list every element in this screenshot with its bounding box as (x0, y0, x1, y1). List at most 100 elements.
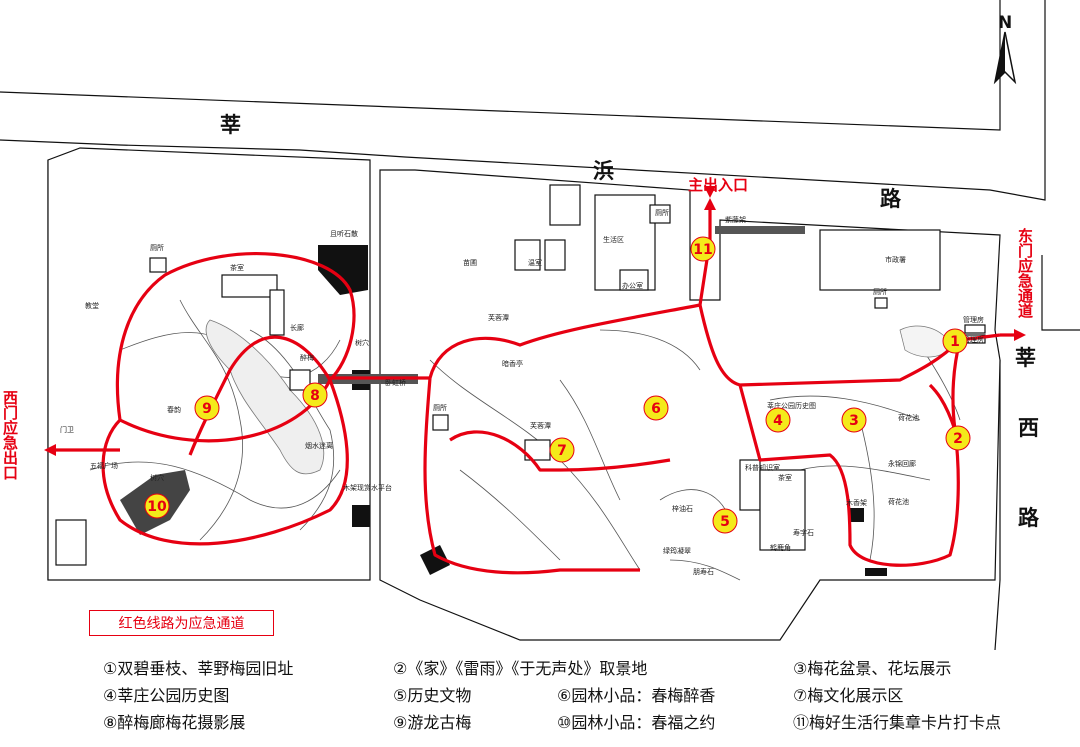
marker-10: 10 (144, 493, 170, 519)
place-label: 五福广场 (90, 461, 118, 470)
marker-label: 11 (693, 242, 712, 258)
park-map: N 莘 浜 路 莘 西 路 主出入口 东门应急通道 西门应急出口 厕所茶室长廊醉… (0, 0, 1080, 650)
place-label: 烟水迷离 (305, 441, 333, 450)
legend-row-1: ①双碧垂枝、莘野梅园旧址 ②《家》《雷雨》《于无声处》取景地 ③梅花盆景、花坛展… (103, 655, 1063, 682)
legend-item: ①双碧垂枝、莘野梅园旧址 (103, 659, 294, 678)
legend: ①双碧垂枝、莘野梅园旧址 ②《家》《雷雨》《于无声处》取景地 ③梅花盆景、花坛展… (103, 655, 1063, 736)
marker-6: 6 (643, 395, 669, 421)
place-label: 永锦回廊 (888, 459, 916, 468)
building-corridor (269, 289, 285, 336)
road-label-east-1: 莘 (1015, 346, 1036, 370)
legend-item: ④莘庄公园历史图 (103, 686, 230, 705)
buildings (55, 184, 986, 566)
legend-item: ⑩园林小品：春福之约 (557, 713, 716, 732)
route-arrows (44, 186, 1026, 456)
place-label: 科普知识室 (745, 463, 780, 472)
place-label: 茶室 (778, 473, 792, 482)
wisteria-trellis (715, 226, 805, 234)
place-label: 春韵 (167, 405, 181, 414)
place-label: 且听石散 (330, 229, 358, 238)
stone-area (318, 245, 368, 295)
east-gate-label: 东门应急通道 (1016, 227, 1034, 318)
compass: N (993, 13, 1017, 85)
marker-label: 10 (147, 499, 167, 515)
legend-item: ⑨游龙古梅 (393, 713, 472, 732)
stair-east (850, 508, 864, 522)
building-office (619, 269, 649, 291)
marker-label: 6 (651, 401, 661, 417)
north-road-bottom-edge (0, 0, 1046, 201)
building-teahouse (221, 274, 278, 298)
place-labels: 厕所茶室长廊醉梅树穴卧虹桥春韵五福广场树穴门卫教堂且听石散烟水迷离木架现赏水平台… (60, 208, 984, 576)
place-label: 生活区 (603, 235, 624, 244)
road-label-east-3: 路 (1018, 506, 1040, 530)
compass-n: N (998, 13, 1012, 33)
place-label: 树穴 (150, 473, 164, 482)
place-label: 茶室 (230, 263, 244, 272)
place-label: 温室 (528, 258, 542, 267)
marker-4: 4 (765, 407, 791, 433)
building-zuimei (289, 369, 311, 391)
place-label: 厕所 (873, 287, 887, 296)
marker-label: 7 (557, 443, 567, 459)
place-label: 寿字石 (793, 528, 814, 537)
marker-label: 9 (202, 401, 212, 417)
building-toilet-west (149, 257, 167, 273)
place-label: 卧虹桥 (385, 378, 406, 387)
place-label: 莘庄公园历史图 (767, 401, 816, 410)
building-a (549, 184, 581, 226)
place-label: 绿筠凝翠 (663, 546, 691, 555)
building-teahouse-east (759, 469, 806, 551)
place-label: 木香架 (846, 498, 867, 507)
legend-item: ⑥园林小品：春梅醉香 (557, 686, 716, 705)
legend-row-2: ④莘庄公园历史图 ⑤历史文物 ⑥园林小品：春梅醉香 ⑦梅文化展示区 (103, 682, 1063, 709)
north-road-top-edge (0, 0, 1001, 131)
legend-item: ③梅花盆景、花坛展示 (793, 659, 952, 678)
legend-item: ②《家》《雷雨》《于无声处》取景地 (393, 659, 648, 678)
place-label: 教堂 (85, 301, 99, 310)
place-label: 芙蓉潭 (530, 421, 551, 430)
place-label: 朋寿石 (693, 567, 714, 576)
marker-8: 8 (302, 382, 328, 408)
platform-west (352, 505, 370, 527)
marker-7: 7 (549, 437, 575, 463)
place-label: 醉梅 (300, 353, 314, 362)
road-label-east-2: 西 (1018, 416, 1039, 440)
east-road-left-edge (1041, 255, 1080, 331)
interior-paths (89, 299, 961, 581)
place-label: 长廊 (290, 323, 304, 332)
building-city (819, 229, 941, 291)
marker-11: 11 (690, 236, 716, 262)
place-label: 荷花池 (898, 413, 919, 422)
building-toilet-east (874, 297, 888, 309)
building-toilet-north (649, 204, 671, 224)
place-label: 树穴 (355, 338, 369, 347)
marker-label: 1 (950, 334, 960, 350)
legend-item: ⑤历史文物 (393, 686, 472, 705)
place-label: 芙蓉潭 (488, 313, 509, 322)
marker-5: 5 (712, 508, 738, 534)
main-entrance-label: 主出入口 (688, 176, 748, 194)
place-label: 门卫 (60, 425, 74, 434)
marker-label: 4 (773, 413, 783, 429)
place-label: 市政署 (885, 255, 906, 264)
legend-row-3: ⑧醉梅廊梅花摄影展 ⑨游龙古梅 ⑩园林小品：春福之约 ⑪梅好生活行集章卡片打卡点 (103, 709, 1063, 736)
east-road-edge (994, 360, 1001, 650)
marker-label: 8 (310, 388, 320, 404)
dark-features (318, 245, 887, 576)
marker-9: 9 (194, 395, 220, 421)
road-label-north-3: 路 (880, 187, 902, 211)
building-gate-west (55, 519, 87, 566)
road-label-north-1: 莘 (220, 113, 241, 137)
place-label: 荷花池 (888, 497, 909, 506)
emergency-route (48, 205, 1022, 575)
place-label: 苗圃 (463, 259, 477, 267)
road-label-north-2: 浜 (593, 159, 614, 183)
park-outlines (47, 147, 1001, 641)
west-gate-label: 西门应急出口 (1, 390, 19, 480)
step-east (865, 568, 887, 576)
building-toilet-mid (432, 414, 449, 431)
legend-item: ⑧醉梅廊梅花摄影展 (103, 713, 246, 732)
marker-1: 1 (942, 328, 968, 354)
legend-item: ⑦梅文化展示区 (793, 686, 904, 705)
